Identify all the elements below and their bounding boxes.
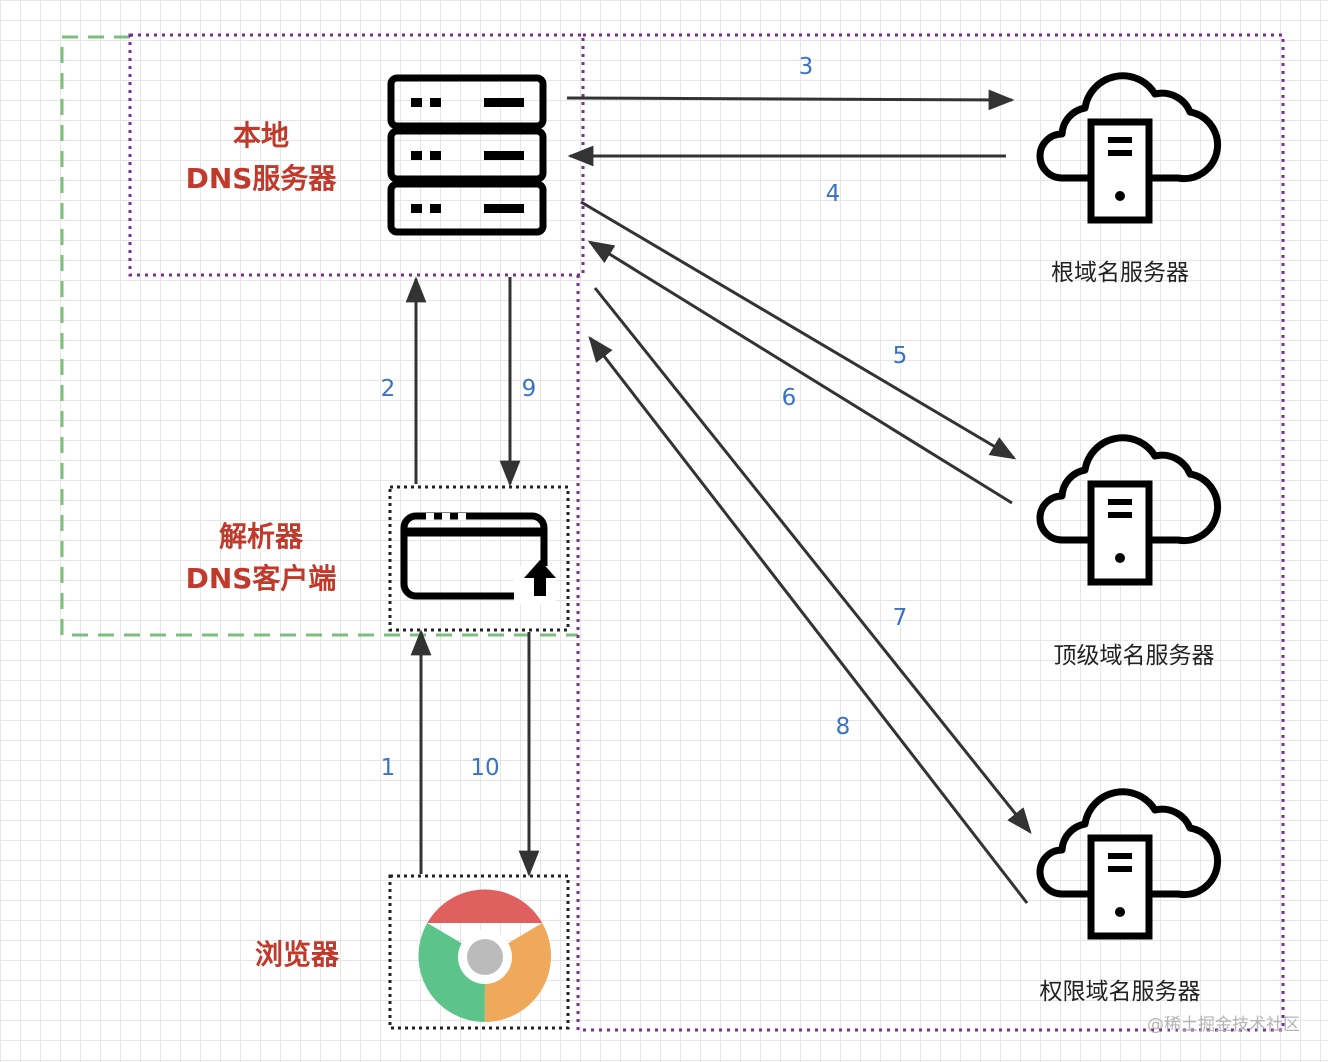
root-server-label: 根域名服务器 (1051, 260, 1189, 286)
auth-cloud-server-icon (1036, 788, 1222, 940)
step-number: 3 (799, 54, 814, 80)
step-number: 1 (381, 755, 396, 781)
step-number: 6 (782, 385, 797, 411)
step-number: 4 (826, 181, 841, 207)
browser-box (388, 874, 570, 1030)
resolver-label-line1: 解析器 (219, 520, 304, 553)
external-region (576, 33, 1285, 1032)
client-side-region (60, 35, 578, 637)
local-dns-label-line1: 本地 (233, 119, 289, 152)
browser-label: 浏览器 (255, 938, 340, 971)
root-cloud-server-icon (1036, 72, 1222, 224)
tld-cloud-server-icon (1036, 434, 1222, 586)
step-number: 7 (893, 605, 908, 631)
arrow-step-3 (566, 89, 1015, 111)
local-dns-label-line2: DNS服务器 (186, 162, 338, 195)
step-number: 8 (836, 714, 851, 740)
tld-server-label: 顶级域名服务器 (1054, 643, 1215, 669)
chrome-icon (418, 889, 551, 1022)
arrow-step-5 (580, 200, 1017, 460)
server-rack-icon (387, 74, 547, 236)
watermark: @稀土掘金技术社区 (1147, 1015, 1300, 1035)
arrow-step-7 (593, 287, 1032, 835)
arrow-step-8 (588, 335, 1029, 904)
step-number: 10 (470, 755, 499, 781)
browser-window-icon (400, 512, 556, 604)
resolver-label-line2: DNS客户端 (186, 562, 337, 595)
arrow-step-6 (587, 240, 1013, 505)
step-number: 5 (893, 343, 908, 369)
local-dns-region (128, 33, 585, 277)
auth-server-label: 权限域名服务器 (1040, 979, 1201, 1005)
step-number: 9 (522, 376, 537, 402)
step-number: 2 (381, 376, 396, 402)
